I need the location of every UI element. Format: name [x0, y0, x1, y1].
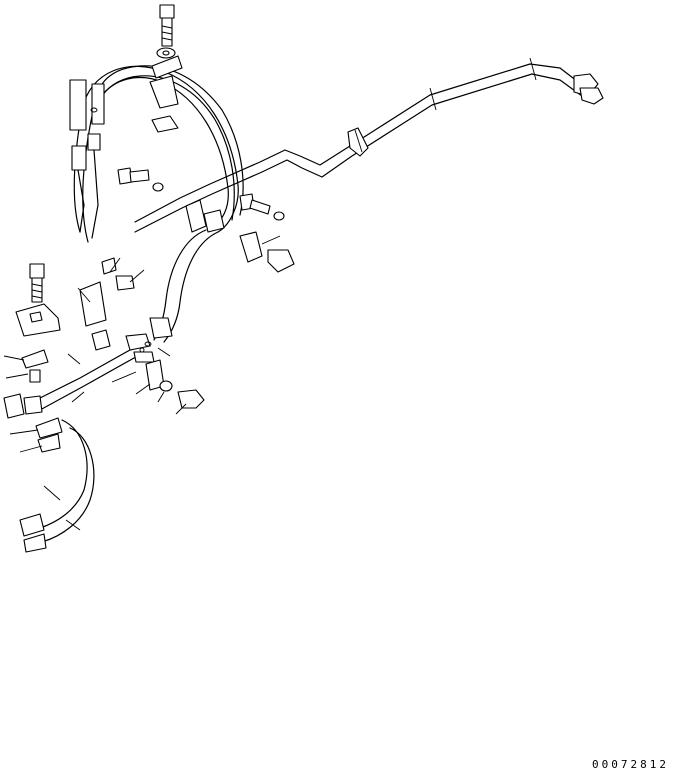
left-clamp [21, 349, 49, 383]
long-tube-assembly [134, 57, 587, 233]
top-bolt [159, 4, 175, 47]
lower-clip-bolt [101, 257, 135, 291]
left-end-block [3, 393, 43, 419]
lower-hose-pair [19, 419, 95, 553]
tube-end-fitting [573, 73, 604, 105]
bottom-bolt [177, 389, 205, 409]
o-ring-set [90, 107, 152, 353]
left-bolt [29, 263, 45, 303]
leader-lines [3, 257, 187, 531]
connector-fitting [261, 235, 295, 273]
clamp-plate [239, 231, 263, 263]
right-washer [273, 211, 285, 221]
drawing-number: 00072812 [592, 758, 669, 771]
hose-end-fittings-left [69, 79, 105, 239]
downward-hose [149, 229, 219, 343]
center-clamp [185, 199, 225, 233]
lower-tube-pair [35, 333, 155, 411]
mid-bolt [117, 167, 150, 185]
lower-bracket [79, 281, 111, 351]
top-clamp-bracket [149, 55, 183, 133]
bottom-washer [159, 380, 173, 392]
right-bolt [239, 193, 271, 215]
mid-washer [152, 182, 164, 192]
tube-clamp [347, 127, 369, 157]
top-washer [156, 47, 176, 59]
lower-clamp-pair [35, 417, 63, 453]
left-bracket [15, 303, 61, 337]
